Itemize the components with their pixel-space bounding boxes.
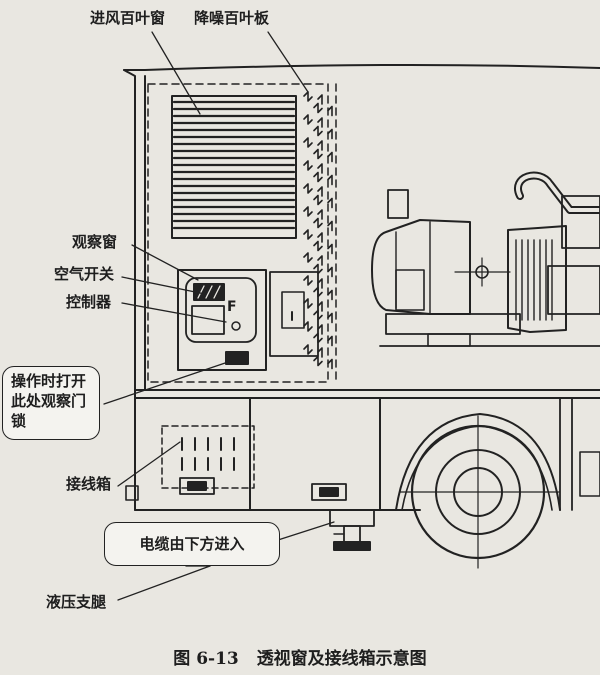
- baffle-blade: [313, 240, 323, 252]
- caption-number: 图 6-13: [173, 649, 239, 669]
- baffle-blade: [313, 148, 323, 160]
- label-noise-louver: 降噪百叶板: [194, 9, 270, 27]
- rear-stop: [125, 485, 139, 501]
- generator-exciter: [387, 189, 409, 219]
- baffle-blade: [303, 160, 313, 171]
- baffle-blade: [327, 312, 333, 324]
- callout-line-2: 此处观察门: [11, 392, 87, 410]
- intake-louver: [171, 95, 297, 239]
- baffle-blade: [317, 255, 323, 266]
- label-view-window: 观察窗: [72, 233, 118, 251]
- baffle-blade: [317, 140, 323, 151]
- caption-title: 透视窗及接线箱示意图: [256, 649, 427, 669]
- baffle-blade: [327, 266, 333, 278]
- baffle-blade: [327, 243, 333, 255]
- baffle-blade: [317, 278, 323, 289]
- hydraulic-leg: [329, 509, 375, 551]
- baffle-blade: [303, 298, 313, 309]
- baffle-blade: [313, 125, 323, 137]
- baffle-blade: [317, 324, 323, 335]
- baffle-blade: [303, 252, 313, 263]
- baffle-blade: [303, 229, 313, 240]
- baffle-blade: [313, 194, 323, 206]
- leader-lines: [103, 31, 335, 601]
- baffle-blade: [303, 183, 313, 194]
- noise-reduction-baffles: [303, 91, 333, 370]
- cable-inlet-right: [311, 483, 347, 501]
- control-panel: [177, 269, 267, 371]
- baffle-blade: [327, 197, 333, 209]
- baffle-blade: [327, 128, 333, 140]
- label-terminal-box: 接线箱: [66, 475, 112, 493]
- baffle-blade: [317, 186, 323, 197]
- generator-body: [371, 219, 471, 315]
- baffle-blade: [317, 117, 323, 128]
- label-controller: 控制器: [66, 293, 112, 311]
- baffle-blade: [303, 206, 313, 217]
- cable-inlet-left: [179, 477, 215, 495]
- callout-open-door-lock: 操作时打开 此处观察门 锁: [2, 366, 100, 440]
- baffle-blade: [313, 355, 323, 367]
- baffle-blade: [313, 171, 323, 183]
- engine-block: [507, 225, 567, 333]
- baffle-blade: [303, 114, 313, 125]
- figure-caption: 图 6-13 透视窗及接线箱示意图: [120, 644, 480, 669]
- callout-cable-entry: 电缆由下方进入: [104, 522, 280, 566]
- enclosure-left-wall: [123, 69, 136, 511]
- interior-partition: [147, 83, 329, 383]
- baffle-blade: [327, 358, 333, 370]
- baffle-blade: [327, 105, 333, 117]
- label-hydraulic-leg: 液压支腿: [46, 593, 107, 611]
- callout-line-3: 锁: [11, 412, 27, 430]
- label-panel-letter: F: [227, 299, 237, 315]
- baffle-blade: [327, 335, 333, 347]
- baffle-blade: [313, 102, 323, 114]
- label-intake-louver: 进风百叶窗: [90, 9, 166, 27]
- baffle-blade: [327, 174, 333, 186]
- generator-base: [385, 313, 521, 335]
- baffle-blade: [303, 321, 313, 332]
- baffle-blade: [303, 275, 313, 286]
- baffle-blade: [317, 347, 323, 358]
- panel-indicator: [231, 321, 241, 331]
- baffle-blade: [317, 232, 323, 243]
- baffle-blade: [303, 91, 313, 102]
- baffle-blade: [303, 344, 313, 355]
- terminal-box: [161, 425, 255, 489]
- controller-module: [191, 305, 225, 335]
- baffle-blade: [313, 263, 323, 275]
- wheel-assembly: [379, 397, 600, 569]
- baffle-blade: [327, 289, 333, 301]
- enclosure-roof: [123, 63, 600, 71]
- generator-set: [371, 171, 600, 347]
- callout-line-1: 操作时打开: [11, 372, 87, 390]
- side-door-panel: [269, 271, 319, 357]
- baffle-blade: [313, 217, 323, 229]
- baffle-blade: [317, 209, 323, 220]
- baffle-blade: [317, 301, 323, 312]
- label-air-switch: 空气开关: [54, 265, 115, 283]
- baffle-blade: [303, 137, 313, 148]
- baffle-blade: [327, 151, 333, 163]
- baffle-blade: [317, 94, 323, 105]
- baffle-blade: [327, 220, 333, 232]
- baffle-blade: [317, 163, 323, 174]
- view-window: [185, 277, 257, 343]
